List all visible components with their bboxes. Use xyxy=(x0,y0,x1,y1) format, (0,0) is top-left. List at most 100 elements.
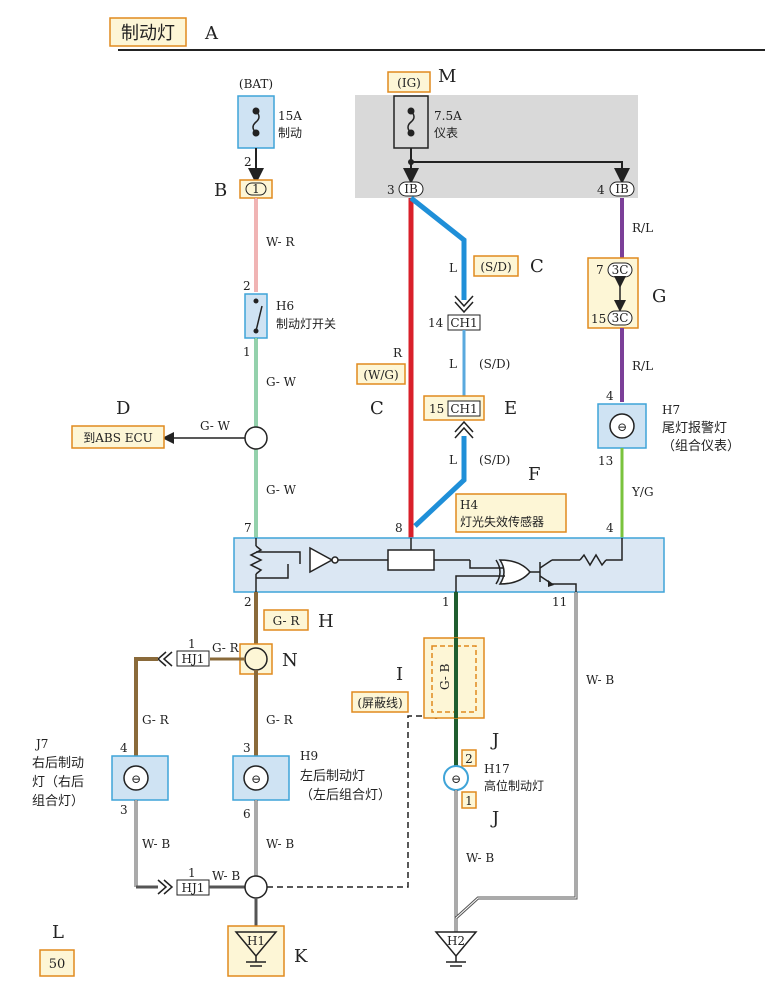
h7-pin-bottom: 13 xyxy=(598,454,613,468)
marker-N: N xyxy=(282,650,298,671)
h7-lamp-symbol: ⊖ xyxy=(617,420,627,434)
wire-y-g: Y/G xyxy=(631,485,654,499)
marker-A: A xyxy=(204,23,219,44)
page-title: 制动灯 xyxy=(121,23,175,44)
h17-pin-top: 2 xyxy=(465,752,473,766)
light-failure-sensor-h4 xyxy=(233,537,665,593)
j7-name3: 组合灯） xyxy=(32,794,84,809)
h4-pin1: 1 xyxy=(442,595,450,609)
wire-w-b-5: W- B xyxy=(586,673,614,687)
marker-J2: J xyxy=(490,808,499,829)
splice-d xyxy=(244,426,268,450)
h9-pin-bottom: 6 xyxy=(243,807,251,821)
h6-name: 制动灯开关 xyxy=(276,317,336,331)
fuse-7-5a-name: 仪表 xyxy=(434,126,458,140)
wire-g-w-3: G- W xyxy=(266,483,297,497)
ground-h2 xyxy=(434,931,478,958)
wire-r: R xyxy=(393,346,403,360)
wire-g-b: G- B xyxy=(438,663,452,690)
marker-H: H xyxy=(318,611,334,632)
h6-code: H6 xyxy=(276,299,294,313)
abs-ecu-label: 到ABS ECU xyxy=(83,431,153,445)
ib3-pin: 3 xyxy=(387,183,395,197)
marker-K: K xyxy=(294,946,308,967)
h7-pin-top: 4 xyxy=(606,389,614,403)
wire-l-2: L xyxy=(449,357,457,371)
wire-w-b-1: W- B xyxy=(142,837,170,851)
h17-lamp-symbol: ⊖ xyxy=(451,772,461,786)
h17-pin-bottom: 1 xyxy=(465,794,473,808)
wire-w-r: W- R xyxy=(266,235,295,249)
title-box xyxy=(109,17,187,47)
h7-name2: （组合仪表） xyxy=(662,439,740,454)
wire-w-b-3: W- B xyxy=(266,837,294,851)
shield-label: (屏蔽线) xyxy=(357,696,402,710)
ig-source-label: (IG) xyxy=(397,76,421,90)
marker-L: L xyxy=(52,922,64,943)
ch1-15-pin: 15 xyxy=(429,402,444,416)
wire-g-w-2: G- W xyxy=(200,419,231,433)
j7-pin-bottom: 3 xyxy=(120,803,128,817)
c15-pin: 15 xyxy=(591,312,606,326)
wire-g-r-box: G- R xyxy=(273,614,301,628)
hj1-bottom-connector: HJ1 xyxy=(182,881,205,895)
marker-C2: C xyxy=(370,398,384,419)
marker-I: I xyxy=(396,664,403,685)
h2-code: H2 xyxy=(447,934,465,948)
wire-g-r-2: G- R xyxy=(142,713,170,727)
h4-name: 灯光失效传感器 xyxy=(460,514,544,529)
ground-h1 xyxy=(234,931,278,958)
h9-name1: 左后制动灯 xyxy=(300,769,365,784)
h4-pin2: 2 xyxy=(244,595,252,609)
hj1-top-connector: HJ1 xyxy=(182,652,205,666)
connector-b1: 1 xyxy=(252,182,260,196)
wire-l-1: L xyxy=(449,261,457,275)
fuse-7-5a-rating: 7.5A xyxy=(434,109,462,123)
marker-D: D xyxy=(116,398,130,419)
ib4-pin: 4 xyxy=(597,183,605,197)
wire-w-b-4: W- B xyxy=(466,851,494,865)
h4-pin11: 11 xyxy=(552,595,567,609)
h17-code: H17 xyxy=(484,762,510,776)
page-number: 50 xyxy=(49,957,66,972)
fuse-15a-pin: 2 xyxy=(244,155,252,169)
splice-n xyxy=(244,647,268,671)
h6-pin-top: 2 xyxy=(243,279,251,293)
wire-l-3: L xyxy=(449,453,457,467)
hj1-bottom-pin: 1 xyxy=(188,866,196,880)
h1-code: H1 xyxy=(247,934,265,948)
ib3-connector: IB xyxy=(404,182,418,196)
fuse-15a-rating: 15A xyxy=(278,109,302,123)
j7-pin-top: 4 xyxy=(120,741,128,755)
wire-w-g: (W/G) xyxy=(363,368,398,382)
j7-name1: 右后制动 xyxy=(32,756,84,771)
marker-M: M xyxy=(438,66,456,87)
wire-r-l-1: R/L xyxy=(632,221,653,235)
ch1-14-pin: 14 xyxy=(428,316,444,330)
h4-pin8: 8 xyxy=(395,521,403,535)
h17-name: 高位制动灯 xyxy=(484,778,544,793)
wire-g-r-1: G- R xyxy=(212,641,240,655)
c7-pin: 7 xyxy=(596,263,604,277)
marker-C: C xyxy=(530,256,544,277)
h9-name2: （左后组合灯） xyxy=(300,788,391,803)
h4-pin7: 7 xyxy=(244,521,252,535)
h4-code: H4 xyxy=(460,498,478,512)
h7-name1: 尾灯报警灯 xyxy=(662,420,727,436)
h4-pin4: 4 xyxy=(606,521,614,535)
wire-s-d-1: (S/D) xyxy=(480,260,511,274)
h9-code: H9 xyxy=(300,749,318,763)
h9-pin-top: 3 xyxy=(243,741,251,755)
wire-s-d-3: (S/D) xyxy=(479,453,510,467)
h7-code: H7 xyxy=(662,403,680,417)
wire-g-r-3: G- R xyxy=(266,713,294,727)
ch1-15-connector: CH1 xyxy=(450,402,477,416)
j7-code: J7 xyxy=(34,737,48,751)
h9-lamp-symbol: ⊖ xyxy=(251,772,261,786)
splice-ground xyxy=(244,875,268,899)
c7-connector: 3C xyxy=(612,263,629,277)
bat-source-label: (BAT) xyxy=(239,77,273,91)
wire-r-l-2: R/L xyxy=(632,359,653,373)
marker-B: B xyxy=(214,180,227,201)
